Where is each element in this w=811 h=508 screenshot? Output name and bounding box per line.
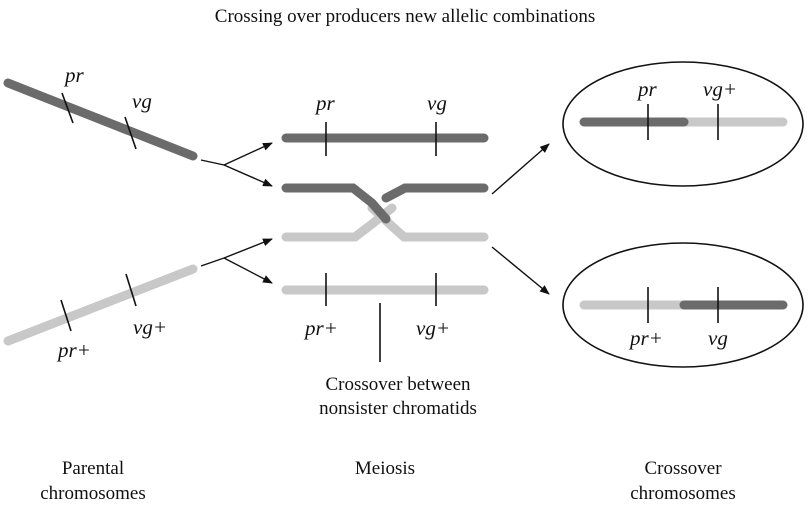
- meiosis-crossover-chromatids: [281, 183, 489, 242]
- parental-label-line-2: chromosomes: [40, 483, 146, 504]
- gene-label-pr-plus-meiosis: pr+: [303, 316, 338, 340]
- arrow-to-crossover-top: [491, 143, 550, 195]
- gene-label-vg-plus-parental: vg+: [133, 315, 167, 339]
- diagram-title: Crossing over producers new allelic comb…: [215, 6, 595, 27]
- gene-label-pr-plus-parental: pr+: [56, 338, 91, 362]
- arrow-to-crossover-bottom: [491, 246, 550, 295]
- gene-label-pr-crossover-top: pr: [636, 77, 658, 101]
- parental-chromosome-light: [3, 264, 198, 346]
- gene-label-vg-plus-meiosis: vg+: [416, 316, 450, 340]
- gene-label-vg-parental: vg: [132, 89, 152, 113]
- crossover-label-line-1: Crossover: [644, 458, 722, 479]
- crossover-note-line-1: Crossover between: [325, 374, 471, 395]
- gene-label-pr-parental: pr: [63, 63, 85, 87]
- parental-chromosome-dark: [3, 78, 198, 161]
- crossover-label-line-2: chromosomes: [630, 483, 736, 504]
- crossover-chromosome-top: [579, 104, 788, 140]
- meiosis-chromatid-1: [281, 122, 489, 156]
- crossover-cell-top: [562, 61, 804, 187]
- gene-label-pr-plus-crossover-bottom: pr+: [628, 326, 663, 350]
- gene-label-vg-plus-crossover-top: vg+: [703, 77, 737, 101]
- crossover-note-line-2: nonsister chromatids: [319, 398, 477, 419]
- crossover-cell-bottom: [562, 242, 804, 368]
- gene-label-vg-meiosis: vg: [427, 91, 447, 115]
- parental-label-line-1: Parental: [62, 458, 124, 479]
- gene-label-pr-meiosis: pr: [314, 91, 336, 115]
- crossover-chromosome-bottom: [579, 287, 788, 323]
- meiosis-label: Meiosis: [355, 458, 415, 479]
- arrows-parental-to-meiosis: [200, 142, 273, 284]
- meiosis-chromatid-4: [281, 273, 489, 306]
- gene-label-vg-crossover-bottom: vg: [708, 326, 728, 350]
